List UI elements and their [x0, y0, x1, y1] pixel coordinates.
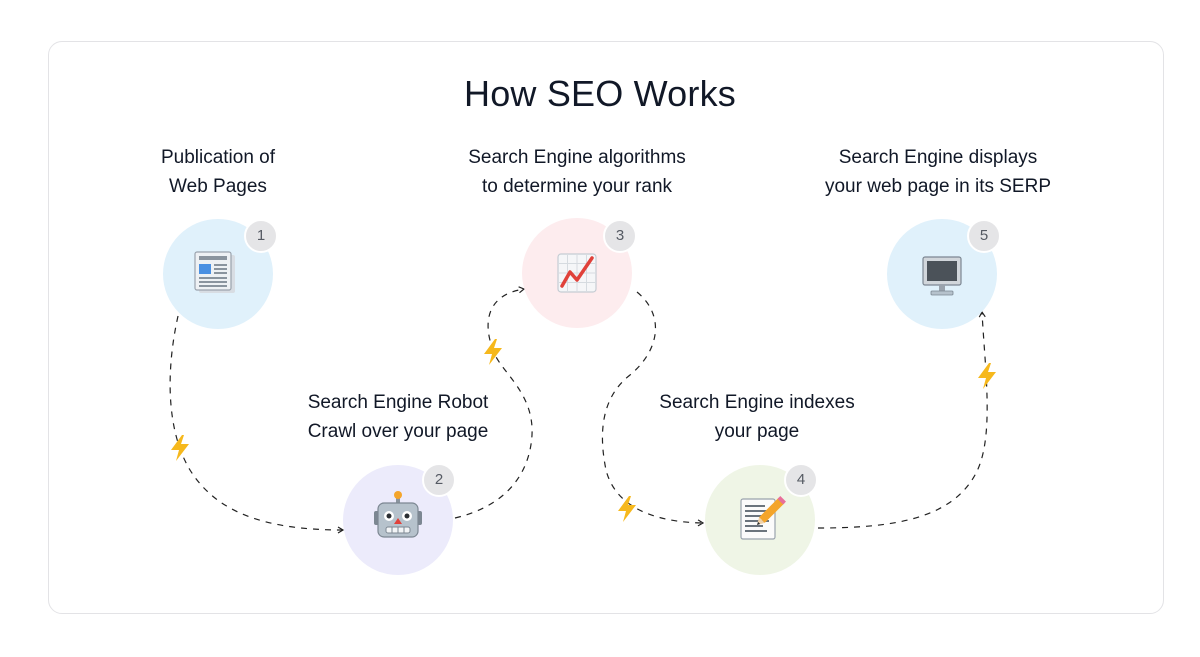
step-4-label-line2: your page — [714, 421, 800, 442]
step-3-badge: 3 — [603, 219, 637, 253]
step-2-label-line1: Search Engine Robot — [307, 392, 489, 413]
page-title: How SEO Works — [464, 73, 736, 114]
step-3-label-line1: Search Engine algorithms — [468, 147, 686, 168]
memo-icon — [740, 496, 786, 540]
step-1-label-line1: Publication of — [160, 147, 276, 168]
computer-icon — [922, 256, 962, 296]
step-4-label-line1: Search Engine indexes — [659, 392, 855, 413]
step-3-label-line2: to determine your rank — [481, 176, 673, 197]
step-5-badge: 5 — [967, 219, 1001, 253]
lightning-bolt-icon — [618, 496, 636, 522]
connector-1-2 — [169, 315, 345, 534]
step-2-label-line2: Crawl over your page — [307, 421, 489, 442]
lightning-bolt-icon — [171, 435, 189, 461]
diagram-card — [48, 41, 1164, 614]
step-2-badge: 2 — [422, 463, 456, 497]
robot-icon — [374, 491, 422, 538]
step-3-label: Search Engine algorithms to determine yo… — [417, 143, 737, 201]
lightning-bolt-icon — [484, 339, 502, 365]
step-4-label: Search Engine indexes your page — [597, 388, 917, 446]
connector-2-3 — [454, 286, 533, 519]
step-1-label-line2: Web Pages — [169, 176, 267, 197]
step-4-badge: 4 — [784, 463, 818, 497]
chart-icon — [557, 253, 597, 293]
step-1-badge: 1 — [244, 219, 278, 253]
step-5-label: Search Engine displays your web page in … — [778, 143, 1098, 201]
step-5-label-line1: Search Engine displays — [838, 147, 1038, 168]
connector-4-5 — [817, 310, 988, 529]
connector-3-4 — [601, 291, 705, 527]
step-5-label-line2: your web page in its SERP — [824, 176, 1051, 197]
newspaper-icon — [194, 251, 235, 293]
lightning-bolt-icon — [978, 363, 996, 389]
step-1-label: Publication of Web Pages — [58, 143, 378, 201]
step-2-label: Search Engine Robot Crawl over your page — [238, 388, 558, 446]
